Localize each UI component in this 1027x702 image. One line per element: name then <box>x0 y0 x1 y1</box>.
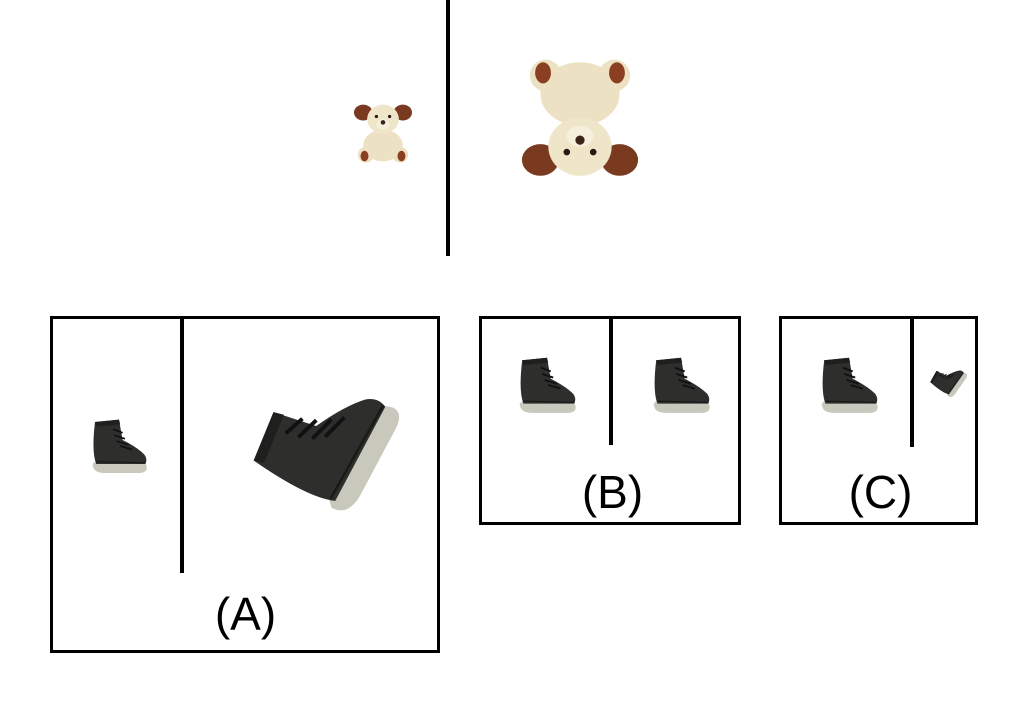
boot-left-icon <box>518 356 577 414</box>
boot-right-icon <box>652 356 711 414</box>
teddy-bear-upside-down-icon <box>521 59 639 176</box>
boot-tiny-rotated-icon <box>927 358 969 400</box>
option-b-divider <box>609 319 613 445</box>
boot-tilted-large-icon <box>259 369 389 509</box>
option-b-box[interactable]: (B) <box>479 316 741 525</box>
boot-small-icon <box>91 418 148 475</box>
option-c-divider <box>910 319 914 447</box>
option-a-label: (A) <box>214 588 277 640</box>
teddy-bear-upright-icon <box>353 104 413 163</box>
option-b-label: (B) <box>581 466 644 518</box>
boot-left-icon <box>820 356 879 414</box>
option-c-label: (C) <box>848 466 913 518</box>
reference-pair <box>0 0 1027 260</box>
reference-divider <box>446 0 450 256</box>
option-a-divider <box>180 319 184 573</box>
option-a-box[interactable]: (A) <box>50 316 440 653</box>
option-c-box[interactable]: (C) <box>779 316 978 525</box>
